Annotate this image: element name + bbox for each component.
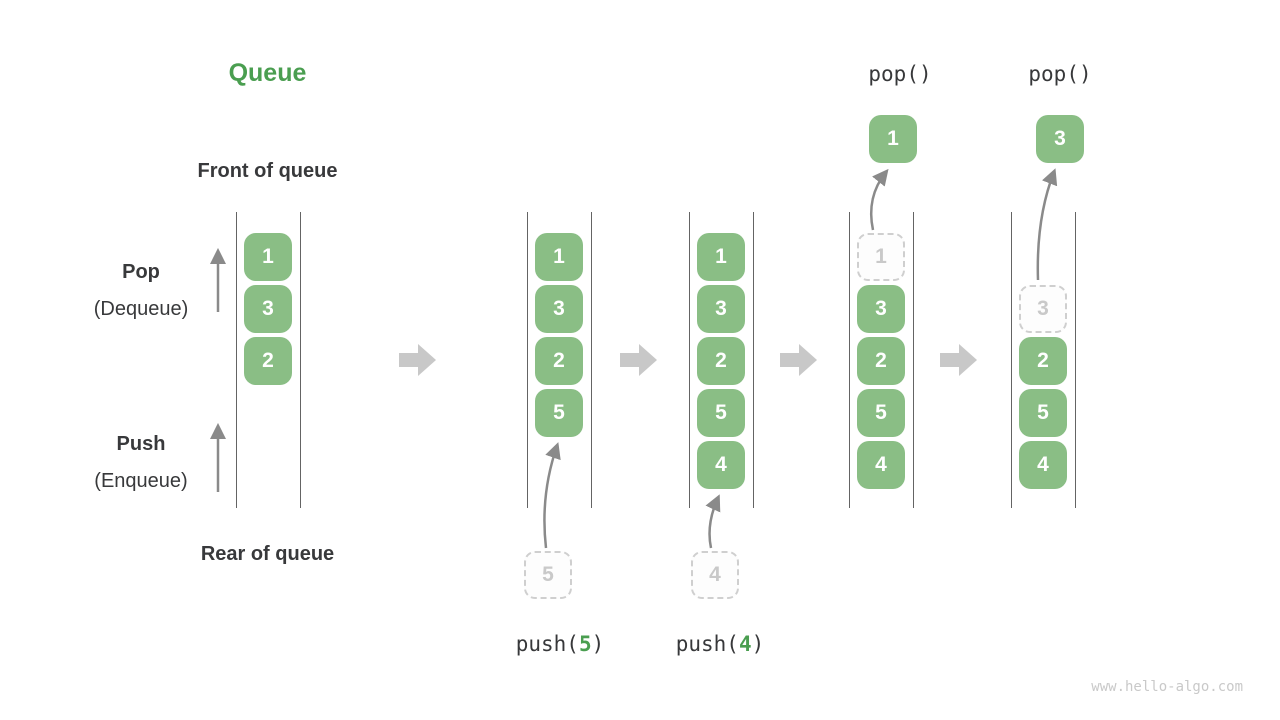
queue-slot: 3 <box>857 285 905 333</box>
queue-slot-dashed: 1 <box>857 233 905 281</box>
pop-call-label-1: pop() <box>868 62 932 86</box>
pop-call-label-2: pop() <box>1028 62 1092 86</box>
queue-slot: 3 <box>535 285 583 333</box>
front-of-queue-label: Front of queue <box>197 160 338 182</box>
pop-operation-label: Pop <box>122 261 160 283</box>
queue-slot: 4 <box>857 441 905 489</box>
queue-slot: 5 <box>697 389 745 437</box>
queue-slot: 2 <box>857 337 905 385</box>
queue-slot: 5 <box>1019 389 1067 437</box>
watermark: www.hello-algo.com <box>1091 679 1243 695</box>
staged-value-box-5: 5 <box>524 551 572 599</box>
queue-slot: 4 <box>1019 441 1067 489</box>
queue-slot: 3 <box>697 285 745 333</box>
queue-slot: 5 <box>857 389 905 437</box>
queue-slot: 1 <box>535 233 583 281</box>
push4-arg-text: 4 <box>738 632 752 656</box>
transition-arrow-icon <box>780 344 817 376</box>
queue-slot-dashed: 3 <box>1019 285 1067 333</box>
queue-slot: 1 <box>244 233 292 281</box>
queue-slot: 2 <box>244 337 292 385</box>
popped-value-box-2: 3 <box>1036 115 1084 163</box>
push5-fn-text: push( <box>515 632 579 656</box>
queue-slot: 2 <box>1019 337 1067 385</box>
transition-arrow-icon <box>940 344 977 376</box>
push5-close-text: ) <box>591 632 605 656</box>
transition-arrow-icon <box>399 344 436 376</box>
diagram-title: Queue <box>228 59 307 87</box>
push5-arg-text: 5 <box>578 632 592 656</box>
queue-slot: 4 <box>697 441 745 489</box>
staged-value-box-4: 4 <box>691 551 739 599</box>
push-call-label-4: push(4) <box>640 632 800 656</box>
queue-slot: 2 <box>535 337 583 385</box>
queue-slot: 5 <box>535 389 583 437</box>
dequeue-alias-label: (Dequeue) <box>93 298 189 320</box>
push4-close-text: ) <box>751 632 765 656</box>
rear-of-queue-label: Rear of queue <box>200 543 335 565</box>
push-call-label-5: push(5) <box>480 632 640 656</box>
push4-fn-text: push( <box>675 632 739 656</box>
popped-value-box-1: 1 <box>869 115 917 163</box>
queue-slot: 1 <box>697 233 745 281</box>
push-operation-label: Push <box>116 433 166 455</box>
queue-slot: 2 <box>697 337 745 385</box>
transition-arrow-icon <box>620 344 657 376</box>
queue-slot: 3 <box>244 285 292 333</box>
enqueue-alias-label: (Enqueue) <box>94 470 188 492</box>
